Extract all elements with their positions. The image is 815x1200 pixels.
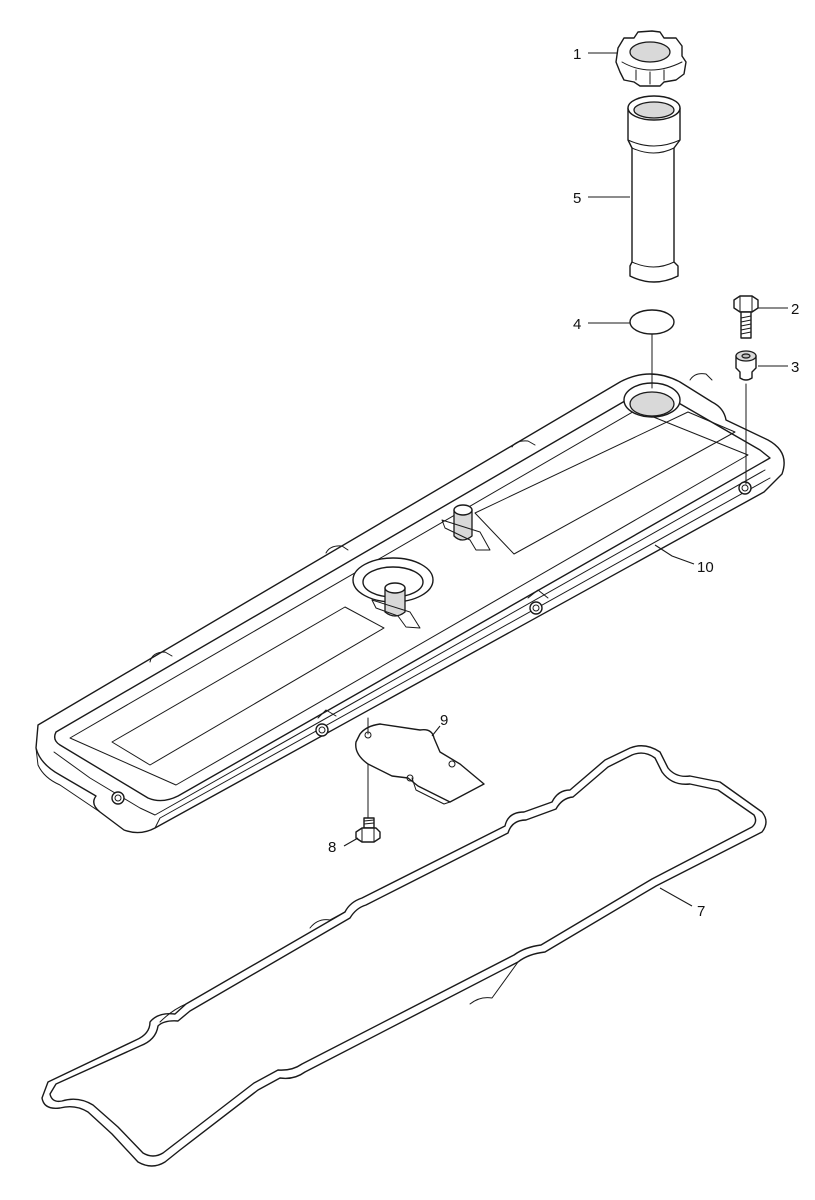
callout-3: 3 [791,359,799,376]
grommet [735,350,757,381]
valve-cover-gasket [41,745,767,1167]
callout-2: 2 [791,301,799,318]
callout-5: 5 [573,190,581,207]
callout-8: 8 [328,839,336,856]
callout-labels: 1 5 4 2 3 10 9 8 7 [328,46,799,920]
callout-10: 10 [697,559,714,576]
oil-filler-cap [615,30,687,87]
assembly-lines [367,333,747,819]
callout-leaders [343,52,788,907]
callout-1: 1 [573,46,581,63]
o-ring [629,309,675,335]
callout-4: 4 [573,316,581,333]
callout-9: 9 [440,712,448,729]
baffle-plate [355,723,485,805]
filler-neck-tube [627,95,681,283]
valve-cover [35,373,785,834]
screw [355,817,381,843]
bolt [733,295,759,339]
callout-7: 7 [697,903,705,920]
